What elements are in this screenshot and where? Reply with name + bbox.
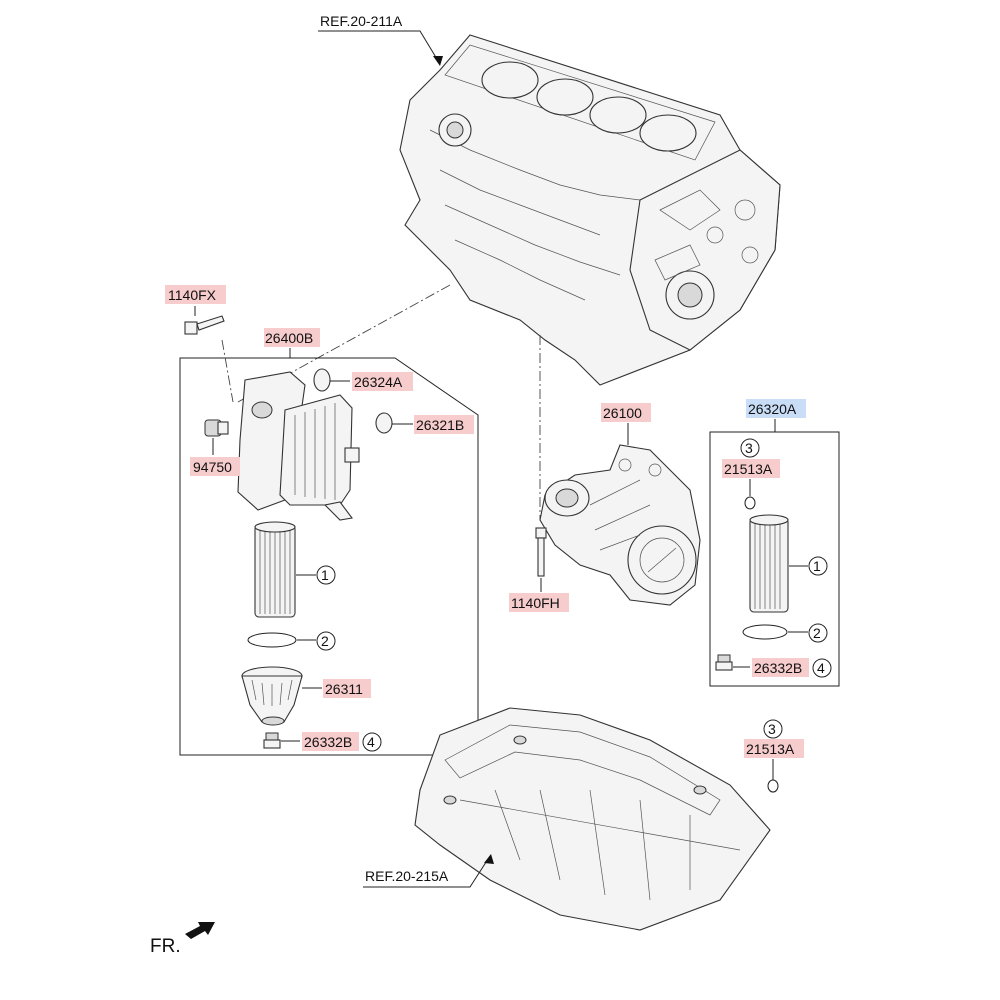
part-label-26321b: 26321B bbox=[416, 417, 464, 433]
filter-element-right bbox=[749, 514, 789, 613]
part-label-26324a: 26324A bbox=[354, 374, 403, 390]
sensor-94750 bbox=[204, 419, 229, 437]
front-direction-indicator: FR. bbox=[150, 922, 215, 957]
pan-gasket-callout: 3 21513A bbox=[744, 719, 804, 793]
bolt-1140fx bbox=[184, 315, 225, 335]
o-ring-21513a-pan bbox=[767, 779, 779, 793]
oil-pump bbox=[539, 444, 701, 606]
part-label-26332b-right: 26332B bbox=[754, 660, 802, 676]
gasket-26324a bbox=[313, 368, 331, 392]
filter-cap-26311 bbox=[241, 666, 303, 726]
ref-top-label: REF.20-211A bbox=[320, 13, 403, 29]
part-label-21513a-box: 21513A bbox=[724, 461, 773, 477]
callout-2-left: 2 bbox=[321, 633, 329, 649]
ref-bottom: REF.20-215A bbox=[363, 854, 494, 888]
cylinder-bore-4 bbox=[639, 114, 697, 152]
cylinder-bore-1 bbox=[481, 61, 539, 99]
cylinder-bore-2 bbox=[536, 78, 594, 116]
part-label-1140fx: 1140FX bbox=[168, 287, 217, 303]
o-ring-right bbox=[742, 624, 788, 640]
oil-pump-group: 26100 1140FH bbox=[509, 403, 701, 612]
ref-top: REF.20-211A bbox=[318, 13, 443, 66]
part-label-94750: 94750 bbox=[193, 459, 232, 475]
part-label-26100: 26100 bbox=[603, 405, 642, 421]
filter-kit-group: 26320A 3 21513A 1 2 26332B 4 bbox=[709, 399, 840, 687]
filter-element-left bbox=[254, 521, 296, 618]
callout-3-box: 3 bbox=[745, 440, 753, 456]
oil-pan bbox=[414, 707, 771, 931]
front-direction-label: FR. bbox=[150, 936, 181, 957]
callout-2-right: 2 bbox=[813, 625, 821, 641]
drain-plug-left bbox=[263, 732, 281, 749]
part-label-26400b: 26400B bbox=[265, 330, 313, 346]
drain-plug-right bbox=[715, 654, 733, 671]
part-label-26320a: 26320A bbox=[748, 401, 797, 417]
part-label-21513a-pan: 21513A bbox=[746, 741, 795, 757]
o-ring-21513a-box bbox=[744, 496, 756, 510]
o-ring-left bbox=[247, 632, 297, 648]
part-label-26332b-left: 26332B bbox=[304, 734, 352, 750]
ref-bottom-label: REF.20-215A bbox=[365, 868, 449, 884]
part-label-1140fh: 1140FH bbox=[511, 595, 560, 611]
oil-cooler-assembly-group: 1140FX 26400B 94750 bbox=[165, 285, 479, 756]
cylinder-bore-3 bbox=[589, 96, 647, 134]
front-direction-arrow-icon bbox=[185, 922, 215, 939]
callout-4-left: 4 bbox=[367, 734, 375, 750]
engine-block bbox=[399, 34, 781, 386]
oil-cooler bbox=[237, 371, 360, 521]
part-label-26311: 26311 bbox=[325, 681, 363, 697]
callout-4-right: 4 bbox=[817, 660, 825, 676]
callout-1-right: 1 bbox=[813, 558, 821, 574]
bolt-1140fh bbox=[535, 527, 547, 577]
callout-3-pan: 3 bbox=[768, 721, 776, 737]
gasket-26321b bbox=[375, 412, 393, 434]
callout-1-left: 1 bbox=[321, 567, 329, 583]
